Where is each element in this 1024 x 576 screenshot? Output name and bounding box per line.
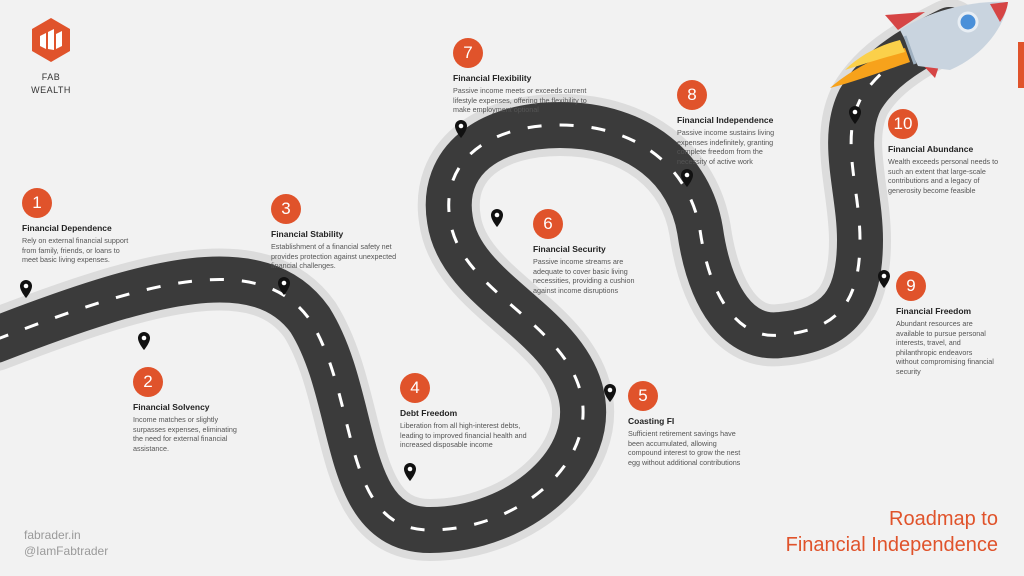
pin-8-icon [681,169,693,187]
step-description: Establishment of a financial safety net … [271,242,397,271]
pin-6-icon [491,209,503,227]
step-number: 10 [888,109,918,139]
step-description: Passive income streams are adequate to c… [533,257,635,295]
step-5: 5 Coasting FI Sufficient retirement savi… [628,381,750,467]
step-title: Financial Abundance [888,144,974,154]
fab-wealth-logo-icon [32,18,70,62]
step-description: Income matches or slightly surpasses exp… [133,415,237,453]
pin-5-icon [604,384,616,402]
step-10: 10 Financial Abundance Wealth exceeds pe… [888,109,1002,195]
step-9: 9 Financial Freedom Abundant resources a… [896,271,994,377]
step-title: Financial Flexibility [453,73,532,83]
brand-name-line2: WEALTH [31,85,71,95]
step-number: 4 [400,373,430,403]
step-number: 5 [628,381,658,411]
step-description: Rely on external financial support from … [22,236,129,265]
step-4: 4 Debt Freedom Liberation from all high-… [400,373,532,450]
step-description: Liberation from all high-interest debts,… [400,421,527,450]
step-number: 6 [533,209,563,239]
step-number: 1 [22,188,52,218]
step-title: Financial Security [533,244,606,254]
step-number: 2 [133,367,163,397]
step-title: Financial Dependence [22,223,112,233]
step-description: Passive income sustains living expenses … [677,128,775,166]
step-8: 8 Financial Independence Passive income … [677,80,789,166]
social-handle-text: @IamFabtrader [24,544,109,558]
step-title: Financial Solvency [133,402,210,412]
step-number: 8 [677,80,707,110]
pin-9-icon [878,270,890,288]
step-7: 7 Financial Flexibility Passive income m… [453,38,603,115]
brand-name-line1: FAB [41,72,61,82]
roadmap-title: Roadmap to Financial Independence [786,506,998,558]
step-1: 1 Financial Dependence Rely on external … [22,188,132,265]
step-description: Passive income meets or exceeds current … [453,86,587,115]
pin-1-icon [20,280,32,298]
step-title: Financial Freedom [896,306,972,316]
step-number: 9 [896,271,926,301]
step-title: Financial Independence [677,115,774,125]
step-title: Debt Freedom [400,408,458,418]
pin-10-icon [849,106,861,124]
step-6: 6 Financial Security Passive income stre… [533,209,651,295]
pin-3-icon [278,277,290,295]
rocket-flame [830,40,910,88]
step-number: 7 [453,38,483,68]
website-text: fabrader.in [24,528,81,542]
logo: FAB WEALTH [24,16,78,95]
accent-bar [1018,42,1024,88]
step-number: 3 [271,194,301,224]
step-description: Abundant resources are available to purs… [896,319,994,376]
step-description: Wealth exceeds personal needs to such an… [888,157,999,195]
rocket-icon [885,1,1008,78]
pin-4-icon [404,463,416,481]
credits: fabrader.in @IamFabtrader [24,527,108,559]
step-2: 2 Financial Solvency Income matches or s… [133,367,243,453]
roadmap-title-line1: Roadmap to [889,508,998,530]
step-title: Coasting FI [628,416,675,426]
roadmap-title-line2: Financial Independence [785,534,998,556]
pin-2-icon [138,332,150,350]
step-3: 3 Financial Stability Establishment of a… [271,194,401,271]
step-description: Sufficient retirement savings have been … [628,429,741,467]
pin-7-icon [455,120,467,138]
step-title: Financial Stability [271,229,344,239]
